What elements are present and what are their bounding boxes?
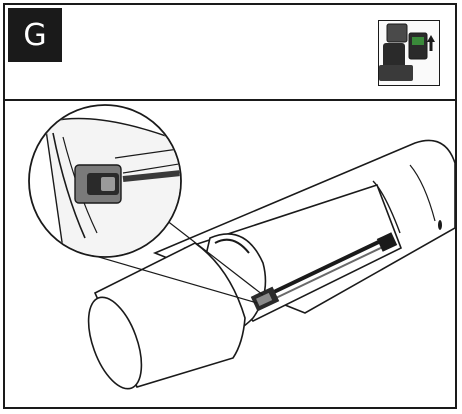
battery-removal-icon: [378, 20, 440, 86]
instruction-frame: [3, 3, 457, 409]
latch-magnifier: [28, 104, 182, 258]
tube-latch-illustration: [5, 103, 456, 407]
step-letter-badge: G: [8, 8, 62, 62]
step-header: G: [3, 3, 457, 101]
step-letter: G: [23, 17, 47, 53]
